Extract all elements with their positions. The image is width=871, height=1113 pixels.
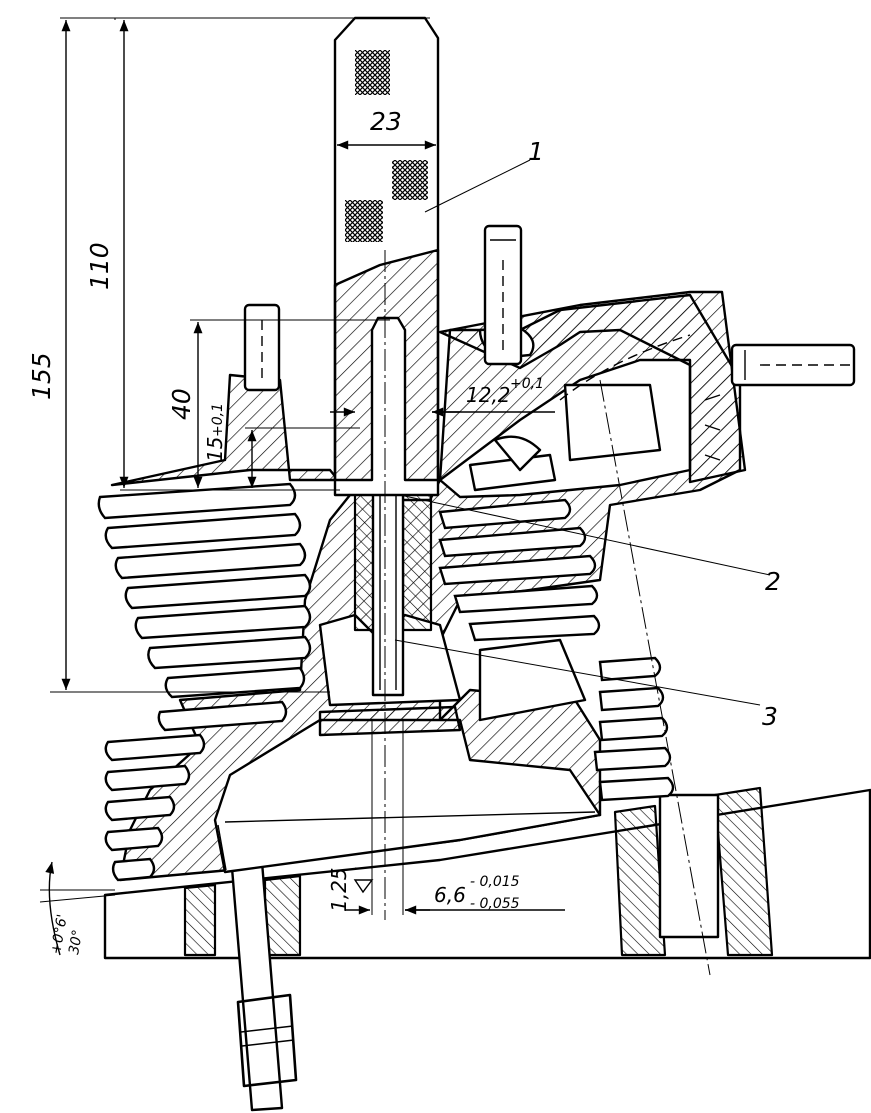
dim-15-label: 15	[203, 437, 227, 462]
cooling-fins-right	[438, 498, 675, 802]
dim-angle-tol: +0°6'	[48, 913, 71, 956]
dim-110-label: 110	[85, 242, 114, 290]
mandrel-tool	[333, 16, 440, 497]
callout-3-label: 3	[762, 702, 778, 731]
dim-15-tol: +0,1	[210, 403, 226, 437]
dim-12-2-label: 12,2	[466, 383, 511, 407]
dim-6-6-label: 6,6	[434, 883, 466, 907]
dim-6-6-tol-upper: - 0,015	[470, 874, 520, 890]
dim-23-label: 23	[370, 107, 402, 136]
dimension-110: 110	[85, 18, 340, 491]
cooling-fins-left	[97, 482, 312, 882]
callout-1: 1	[424, 137, 544, 213]
dimension-6-6: 6,6 - 0,015 - 0,055	[345, 720, 565, 915]
callout-1-label: 1	[528, 137, 544, 166]
dim-155-label: 155	[27, 352, 56, 400]
dim-angle-label: 30°	[66, 928, 86, 955]
push-rod-tube	[230, 860, 298, 1112]
dimension-40: 40	[167, 319, 390, 488]
dim-40-label: 40	[167, 388, 196, 420]
callout-2: 2	[399, 494, 781, 596]
center-lines	[384, 250, 711, 976]
dimension-23: 23	[337, 107, 436, 150]
callout-3: 3	[394, 639, 778, 731]
dim-12-2-tol: +0,1	[510, 376, 544, 392]
callout-2-label: 2	[765, 567, 781, 596]
dimension-1-25: 1,25	[327, 867, 374, 912]
cylinder-block	[103, 786, 871, 960]
dimension-12-2: 12,2 +0,1	[330, 376, 555, 417]
dim-6-6-tol-lower: - 0,055	[470, 896, 520, 912]
dimension-seat-angle: 30° +0°6'	[39, 861, 116, 956]
dim-1-25-label: 1,25	[327, 867, 351, 912]
dimension-15: 15 +0,1	[203, 403, 360, 488]
valve-head	[318, 705, 462, 737]
dimension-155: 155	[27, 17, 430, 693]
rocker-box	[243, 224, 856, 484]
